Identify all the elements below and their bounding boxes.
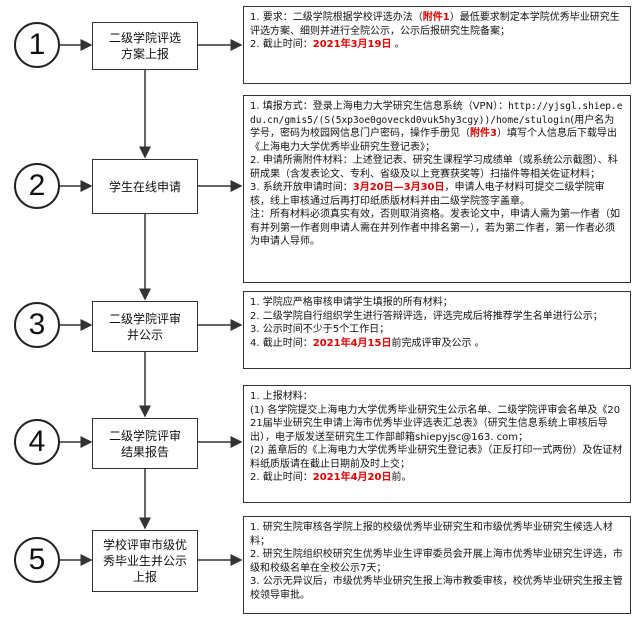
step-title-2: 学生在线申请 [108,179,181,194]
detail-box-5: 1. 研究生院审核各学院上报的校级优秀毕业研究生和市级优秀毕业研究生候选人材料；… [243,516,631,614]
system-url: http://yjsgl.shiep.edu.cn/gmis5/(S(5xp3o… [250,101,623,126]
step-title-1: 二级学院评选方案上报 [109,31,182,61]
step-box-3: 二级学院评审并公示 [92,301,198,352]
step-box-4: 二级学院评审结果报告 [92,418,198,469]
step-number-1: 1 [14,22,60,68]
detail-1-item-1: 1. 要求：二级学院根据学校评选办法（附件1）最低要求制定本学院优秀毕业研究生评… [250,12,620,37]
detail-5-item-2: 2. 研究生院组织校研究生优秀毕业生评审委员会开展上海市优秀毕业研究生评选，市级… [250,549,623,574]
detail-box-4: 1. 上报材料： (1) 各学院提交上海电力大学优秀毕业研究生公示名单、二级学院… [243,385,631,503]
detail-3-item-2: 2. 二级学院自行组织学生进行答辩评选，评选完成后将推荐学生名单进行公示； [250,310,603,322]
detail-box-3: 1. 学院应严格审核申请学生填报的所有材料； 2. 二级学院自行组织学生进行答辩… [243,291,631,369]
step-box-2: 学生在线申请 [92,159,198,214]
detail-3-item-4: 4. 截止时间：2021年4月15日前完成评审及公示 。 [250,337,485,349]
step-title-3: 二级学院评审并公示 [109,311,182,342]
detail-3-item-3: 3. 公示时间不少于5个工作日； [250,324,390,335]
detail-4-item-2: (1) 各学院提交上海电力大学优秀毕业研究生公示名单、二级学院评审会名单及《20… [250,404,621,443]
detail-2-item-3: 3. 系统开放申请时间：3月20日—3月30日，申请人电子材料可提交二级学院审核… [250,182,605,207]
step-title-4: 二级学院评审结果报告 [109,428,182,459]
detail-box-2: 1. 填报方式：登录上海电力大学研究生信息系统（VPN）：http://yjsg… [243,95,631,283]
detail-4-item-4: 2. 截止时间：2021年4月20日前。 [250,472,412,483]
detail-4-item-3: (2) 盖章后的《上海电力大学优秀毕业研究生登记表》（正反打印一式两份）及佐证材… [250,445,623,470]
step-box-1: 二级学院评选方案上报 [92,22,198,70]
detail-2-note: 注：所有材料必须真实有效，否则取消资格。发表论文中，申请人需为第一作者（如有并列… [250,209,620,247]
detail-2-item-1: 1. 填报方式：登录上海电力大学研究生信息系统（VPN）：http://yjsg… [250,101,623,153]
detail-5-item-3: 3. 公示无异议后，市级优秀毕业研究生报上海市教委审核，校优秀毕业研究生报主管校… [250,576,623,601]
detail-5-item-1: 1. 研究生院审核各学院上报的校级优秀毕业研究生和市级优秀毕业研究生候选人材料； [250,522,613,547]
detail-1-item-2: 2. 截止时间：2021年3月19日 。 [250,39,405,50]
step-number-5: 5 [14,537,60,583]
step-number-4: 4 [14,419,60,465]
detail-2-item-2: 2. 申请所需附件材料：上述登记表、研究生课程学习成绩单（或系统公示截图）、科研… [250,155,618,180]
step-number-3: 3 [14,302,60,348]
step-title-5: 学校评审市级优秀毕业生并公示上报 [103,538,188,584]
detail-4-item-1: 1. 上报材料： [250,391,313,402]
detail-box-1: 1. 要求：二级学院根据学校评选办法（附件1）最低要求制定本学院优秀毕业研究生评… [243,6,631,84]
step-box-5: 学校评审市级优秀毕业生并公示上报 [92,530,198,592]
detail-3-item-1: 1. 学院应严格审核申请学生填报的所有材料； [250,297,453,308]
step-number-2: 2 [14,163,60,209]
